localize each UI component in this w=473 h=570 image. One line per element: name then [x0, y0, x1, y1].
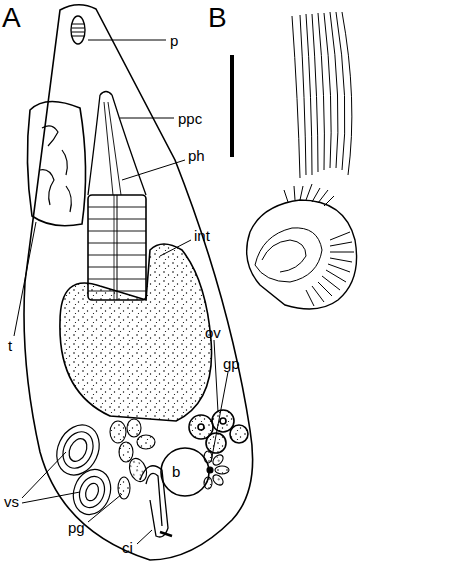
scale-bar — [230, 55, 234, 157]
part-label: ci — [122, 540, 133, 555]
part-label: ph — [188, 148, 205, 163]
part-label: b — [172, 464, 180, 479]
prostatic-glands — [110, 419, 155, 499]
seminal-vesicles — [49, 418, 117, 520]
panel-letter: A — [2, 4, 21, 32]
part-label: ov — [205, 325, 221, 340]
cirrus — [140, 466, 172, 537]
bursa — [161, 448, 209, 496]
part-label: int — [194, 228, 210, 243]
oral-pore — [71, 16, 85, 44]
part-label: t — [8, 338, 12, 353]
cirrus-detail — [247, 12, 357, 309]
testis — [27, 101, 85, 225]
genital-pore — [204, 451, 229, 489]
body-outline — [24, 5, 253, 560]
ovary — [189, 410, 248, 453]
prepharyngeal-cavity — [88, 92, 146, 196]
part-label: gp — [223, 356, 240, 371]
part-label: vs — [4, 494, 19, 509]
part-label: p — [170, 33, 178, 48]
leader-lines — [14, 40, 228, 544]
intestine — [60, 244, 212, 421]
part-label: ppc — [178, 111, 202, 126]
part-label: pg — [68, 520, 85, 535]
panel-letter: B — [208, 4, 227, 32]
